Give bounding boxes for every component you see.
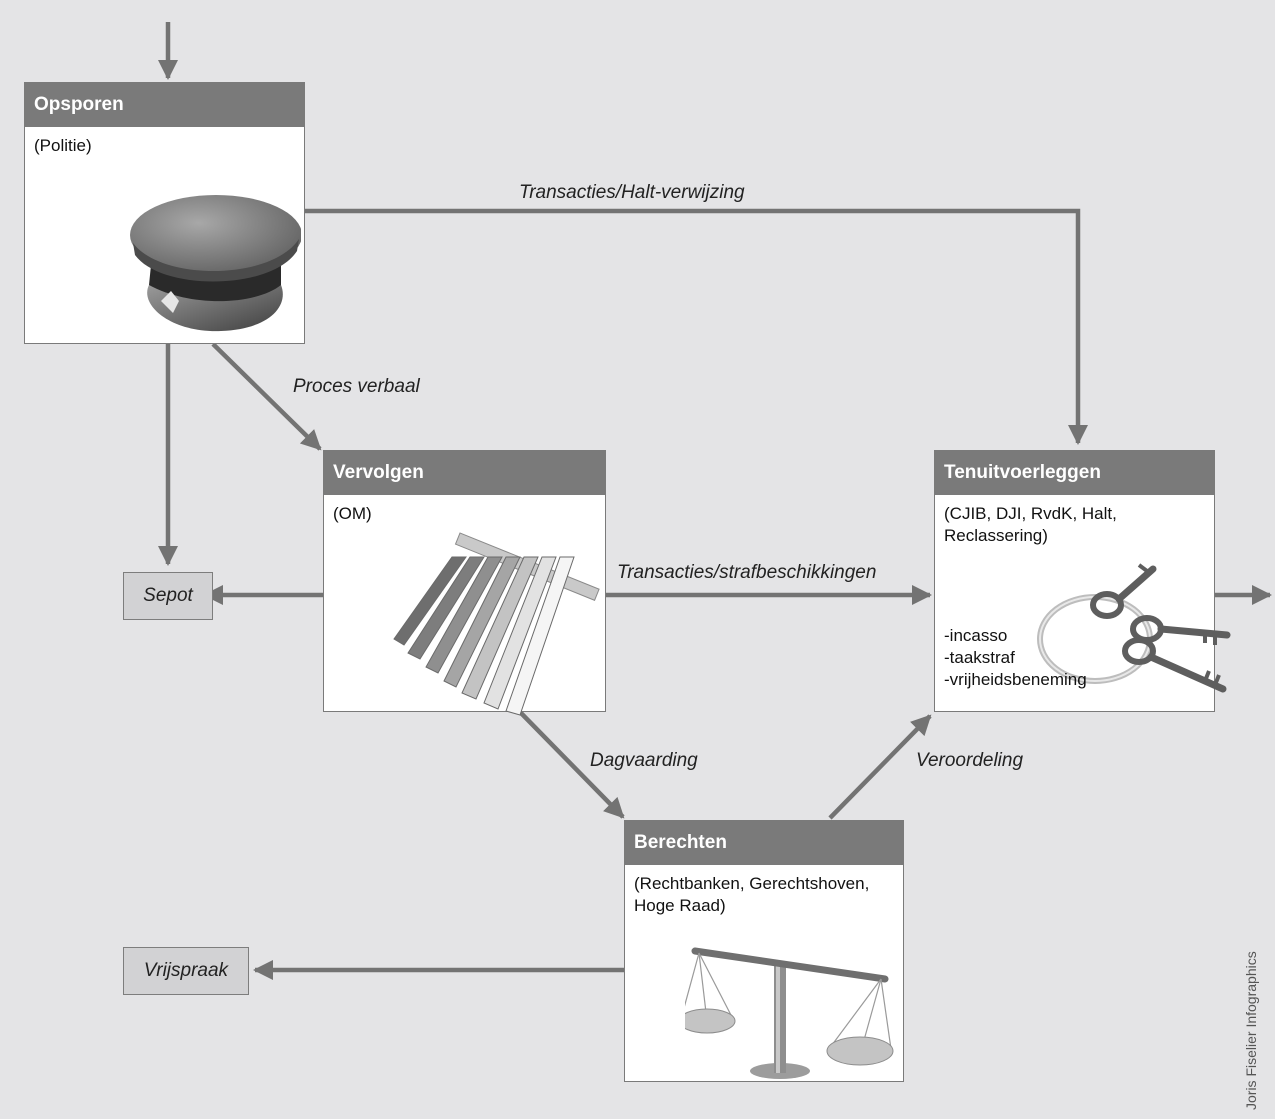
stage-actor: (Politie): [34, 136, 92, 155]
label-veroordeling: Veroordeling: [916, 750, 1024, 771]
stage-title: Vervolgen: [324, 451, 605, 495]
stage-actor: (Rechtbanken, Gerechtshoven, Hoge Raad): [634, 874, 870, 915]
outcome-sepot: Sepot: [123, 572, 213, 620]
keys-icon: [1037, 563, 1231, 693]
outcome-vrijspraak: Vrijspraak: [123, 947, 249, 995]
paper-sheets-icon: [393, 532, 600, 716]
arrow-opsporen-vervolgen: [211, 342, 322, 451]
stage-items: -incasso -taakstraf -vrijheidsbeneming: [944, 626, 1087, 689]
scales-icon: [685, 947, 894, 1079]
stage-tenuitvoerleggen: Tenuitvoerleggen (CJIB, DJI, RvdK, Halt,…: [934, 450, 1231, 712]
arrow-vervolgen-berechten: [518, 710, 625, 819]
stage-title: Tenuitvoerleggen: [935, 451, 1214, 495]
stage-title: Berechten: [625, 821, 903, 865]
credit: Joris Fiselier Infographics: [1243, 951, 1259, 1110]
stage-opsporen: Opsporen (Politie): [24, 82, 305, 344]
label-transacties-halt: Transacties/Halt-verwijzing: [519, 182, 745, 203]
label-dagvaarding: Dagvaarding: [590, 750, 698, 771]
label-transacties-straf: Transacties/strafbeschikkingen: [617, 562, 877, 583]
stage-vervolgen: Vervolgen (OM): [323, 450, 606, 716]
stage-actor: (OM): [333, 504, 372, 523]
label-proces-verbaal: Proces verbaal: [293, 376, 420, 397]
stage-berechten: Berechten (Rechtbanken, Gerechtshoven, H…: [624, 820, 904, 1082]
arrow-berechten-tenuitvoerleggen: [828, 714, 932, 820]
arrow-opsporen-tenuitvoerleggen: [304, 208, 1089, 446]
police-cap-icon: [130, 195, 301, 332]
stage-actor: (CJIB, DJI, RvdK, Halt, Reclassering): [944, 504, 1117, 545]
stage-title: Opsporen: [25, 83, 304, 127]
